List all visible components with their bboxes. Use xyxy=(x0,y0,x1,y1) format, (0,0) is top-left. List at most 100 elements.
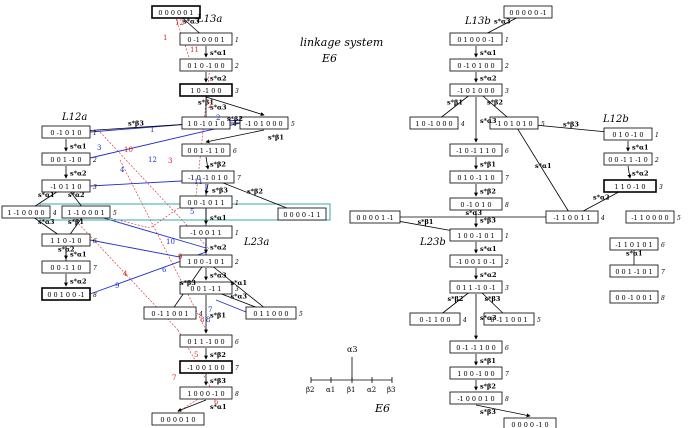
left-vector-text: -1 0 0 1 1 xyxy=(190,229,221,237)
left-operator-label: s*α3 xyxy=(210,272,227,280)
right-operator-label: s*β3 xyxy=(480,217,496,225)
left-vector-text: -1 0 0 1 0 0 xyxy=(187,364,224,372)
left-vector-text: 1 0 -1 0 1 0 xyxy=(187,120,224,128)
right-operator-label: s*β1 xyxy=(447,99,463,107)
blue-line-number: 5 xyxy=(190,208,194,216)
left-operator-label: s*β3 xyxy=(128,120,144,128)
blue-line-number: 1 xyxy=(150,126,154,134)
left-vector-index: 3 xyxy=(93,184,97,191)
right-operator-label: s*β2 xyxy=(448,295,464,303)
right-vector-index: 7 xyxy=(505,371,509,378)
left-vector-index: 6 xyxy=(93,238,97,245)
right-operator-label: s*β2 xyxy=(480,188,496,196)
left-vector-text: 0 0 -1 0 1 1 xyxy=(187,199,224,207)
left-vector-text: 1 0 0 -1 0 1 xyxy=(187,258,224,266)
right-vector-text: 1 0 -1 0 0 0 xyxy=(415,120,452,128)
right-vector-index: 5 xyxy=(677,215,681,222)
right-vector-text: -1 1 0 1 0 1 xyxy=(615,241,652,249)
red-line-number: 11 xyxy=(190,46,199,54)
right-operator-label: s*β3 xyxy=(480,408,496,416)
left-arrow xyxy=(204,183,209,195)
blue-line-number: 6 xyxy=(162,266,167,274)
left-vector-index: 1 xyxy=(93,130,97,137)
left-operator-label: s*α2 xyxy=(210,244,227,252)
red-linkage-line xyxy=(119,159,207,331)
right-vector-index: 5 xyxy=(537,317,541,324)
left-operator-label: s*α3 xyxy=(183,18,200,26)
left-operator-label: s*β2 xyxy=(227,115,243,123)
left-operator-label: s*α2 xyxy=(70,278,87,286)
dynkin-label: E6 xyxy=(374,402,390,415)
right-vector-text: -1 0 0 1 0 -1 xyxy=(456,258,496,266)
right-vector-box: 0 0 0 0 0 -1 xyxy=(503,5,553,19)
left-vector-text: 0 1 1 0 0 0 xyxy=(253,310,288,318)
right-operator-label: s*α3 xyxy=(480,117,497,125)
right-vector-text: -1 0 0 0 1 0 xyxy=(457,395,494,403)
right-arrow xyxy=(513,122,573,218)
left-vector-text: 0 0 1 -1 0 xyxy=(50,156,81,164)
left-vector-index: 2 xyxy=(234,63,239,70)
left-vector-text: 1 0 -1 0 0 xyxy=(190,87,221,95)
left-operator-label: s*α3 xyxy=(38,218,55,226)
right-vector-text: 0 -1 1 0 0 xyxy=(419,316,450,324)
right-vector-text: -1 1 0 0 1 1 xyxy=(553,214,590,222)
right-operator-label: s*β1 xyxy=(480,161,496,169)
left-vector-text: 1 0 0 0 -1 0 xyxy=(187,390,224,398)
right-vector-text: 0 0 0 0 0 -1 xyxy=(509,9,546,17)
red-linkage-line xyxy=(61,205,151,229)
right-operator-label: s*α3 xyxy=(494,18,511,26)
right-vector-box: 0 0 0 0 -1 0 xyxy=(503,417,557,428)
left-vector-index: 6 xyxy=(235,339,239,346)
right-operator-label: s*α2 xyxy=(593,194,610,202)
left-vector-index: 4 xyxy=(52,210,57,217)
left-vector-text: 0 0 -1 1 0 xyxy=(50,264,81,272)
left-vector-text: 0 0 0 0 -1 1 xyxy=(283,211,320,219)
left-vector-box: 1 0 0 -1 0 1 2 xyxy=(179,254,239,268)
right-vector-index: 7 xyxy=(505,175,509,182)
right-arrow xyxy=(475,404,531,418)
operator-labels: s*α1 s*α2 s*α3 s*β1 s*β2 s*β3 s*α1 s*α2 s*α3 s*β1… xyxy=(38,18,649,417)
left-vector-index: 5 xyxy=(299,311,303,318)
left-L12-label: L12a xyxy=(61,112,87,123)
left-vector-index: 5 xyxy=(291,121,295,128)
left-vector-index: 3 xyxy=(235,286,239,293)
right-vector-index: 6 xyxy=(505,148,509,155)
left-arrow xyxy=(205,129,265,144)
blue-line-number: 8 xyxy=(206,316,210,324)
dynkin-top-node: α3 xyxy=(347,345,358,354)
left-vector-index: 2 xyxy=(234,259,239,266)
left-vector-index: 4 xyxy=(198,311,203,318)
left-operator-label: s*α1 xyxy=(210,49,227,57)
right-vector-text: 0 0 0 0 1 -1 xyxy=(356,214,393,222)
right-operator-label: s*α1 xyxy=(632,144,649,152)
right-vector-text: -1 0 1 0 0 0 xyxy=(457,87,494,95)
right-operator-label: s*β3 xyxy=(485,295,501,303)
left-operator-label: s*β3 xyxy=(210,377,226,385)
red-line-number: 9 xyxy=(178,253,182,261)
left-vector-index: 6 xyxy=(233,148,237,155)
right-vector-index: 3 xyxy=(505,285,509,292)
right-vector-index: 7 xyxy=(661,269,665,276)
left-operator-label: s*α1 xyxy=(70,143,87,151)
left-operator-label: s*β3 xyxy=(212,187,228,195)
blue-line-number: 3 xyxy=(97,144,101,152)
right-vector-text: 1 0 0 -1 0 0 xyxy=(457,370,494,378)
right-vector-text: 0 -1 -1 1 0 0 xyxy=(456,344,496,352)
right-vector-text: 1 0 0 -1 0 1 xyxy=(457,232,494,240)
